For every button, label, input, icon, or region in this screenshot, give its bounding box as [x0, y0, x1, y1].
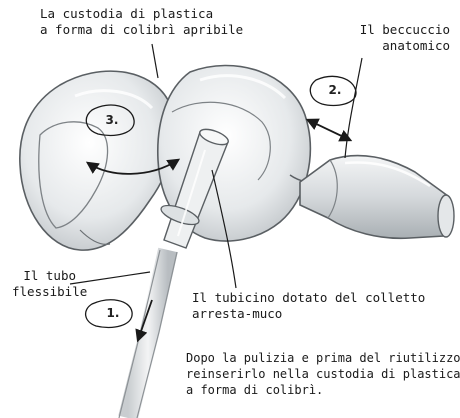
- tube-label-line-1: Il tubo: [12, 268, 76, 284]
- step-number-3: 3.: [98, 113, 126, 127]
- tube-label-line-2: flessibile: [12, 284, 76, 300]
- nozzle-label: Il beccuccio anatomico: [340, 22, 450, 54]
- step-number-2: 2.: [322, 83, 348, 97]
- nozzle-arrow: [308, 120, 350, 140]
- nozzle-leader-line: [345, 58, 362, 158]
- collar-label-line-1: Il tubicino dotato del colletto: [192, 290, 425, 306]
- nozzle-label-line-1: Il beccuccio: [340, 22, 450, 38]
- reuse-note: Dopo la pulizia e prima del riutilizzo r…: [186, 350, 460, 398]
- reuse-note-line-1: Dopo la pulizia e prima del riutilizzo: [186, 350, 460, 366]
- shell-leader-line: [152, 44, 158, 78]
- step-number-1: 1.: [100, 306, 126, 320]
- tube-leader-line: [70, 272, 150, 284]
- anatomical-nozzle: [300, 156, 454, 239]
- nozzle-label-line-2: anatomico: [340, 38, 450, 54]
- shell-label-line-2: a forma di colibrì apribile: [40, 22, 243, 38]
- reuse-note-line-2: reinserirlo nella custodia di plastica: [186, 366, 460, 382]
- shell-label: La custodia di plastica a forma di colib…: [40, 6, 243, 38]
- left-shell-half: [20, 71, 175, 250]
- shell-label-line-1: La custodia di plastica: [40, 6, 243, 22]
- collar-label: Il tubicino dotato del colletto arresta-…: [192, 290, 425, 322]
- tube-label: Il tubo flessibile: [12, 268, 76, 300]
- collar-label-line-2: arresta-muco: [192, 306, 425, 322]
- reuse-note-line-3: a forma di colibrì.: [186, 382, 460, 398]
